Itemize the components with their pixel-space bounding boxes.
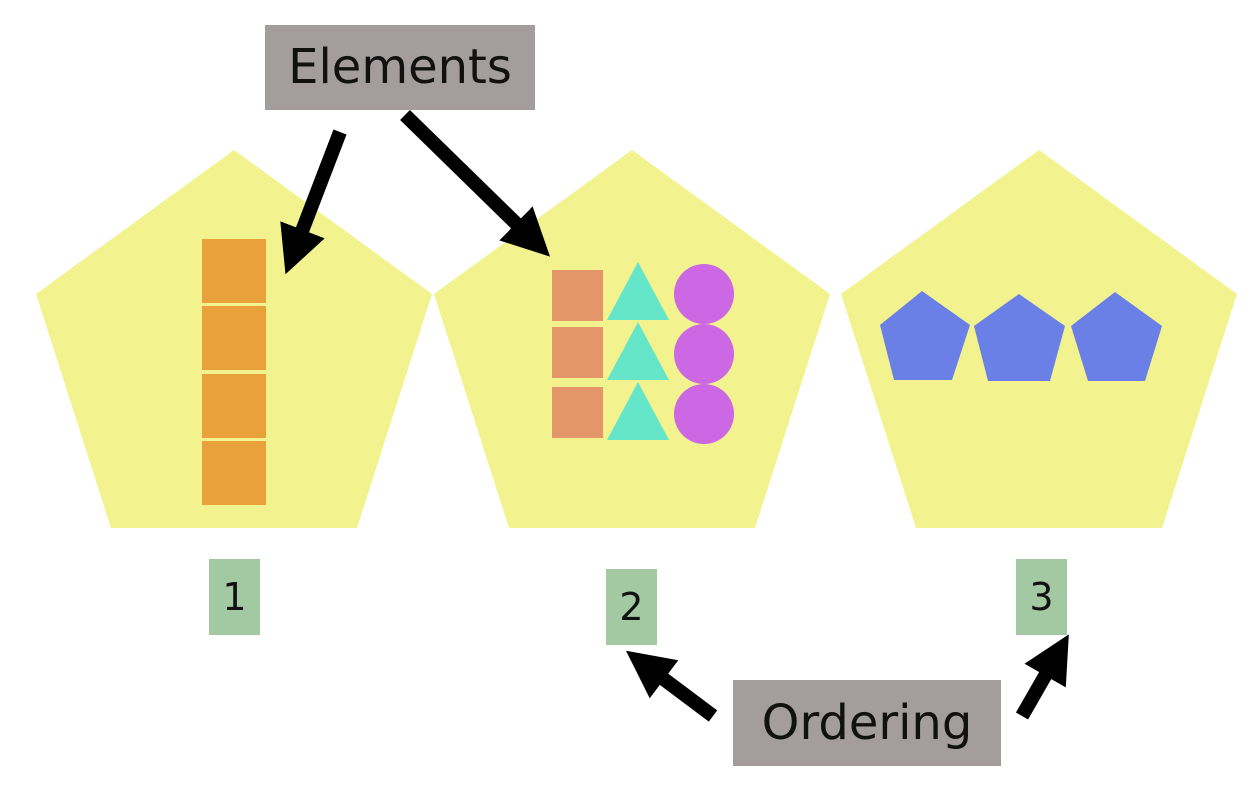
square-element [552,387,603,438]
square-element [202,441,266,505]
triangle-element [607,262,669,320]
elements-group-2 [552,262,734,444]
group-1 [36,150,432,528]
order-number-1: 1 [209,559,260,635]
circle-element [674,384,734,444]
group-3 [841,150,1237,528]
square-element [202,374,266,438]
square-element [202,306,266,370]
elements-label: Elements [265,25,535,110]
ordering-label-text: Ordering [762,695,973,751]
arrow-elements-to-group-2 [400,109,551,257]
order-number-3-text: 3 [1029,575,1053,619]
elements-label-text: Elements [288,39,512,95]
pentagon-element [1071,292,1162,381]
circle-element [674,264,734,324]
pentagon-element [880,291,970,380]
triangle-element [607,382,669,440]
pentagon-element [974,294,1065,381]
elements-group-1 [202,239,266,505]
square-element [552,327,603,378]
circle-element [674,324,734,384]
arrow-ordering-to-number-3 [1015,634,1069,720]
arrow-ordering-to-number-2 [625,650,718,722]
order-number-3: 3 [1016,559,1067,635]
order-number-2-text: 2 [619,585,643,629]
ordering-label: Ordering [733,680,1001,766]
square-element [202,239,266,303]
order-number-2: 2 [606,569,657,645]
elements-group-3 [880,291,1162,381]
triangle-element [607,322,669,380]
square-element [552,270,603,321]
order-number-1-text: 1 [222,575,246,619]
arrow-elements-to-group-1 [280,129,347,275]
